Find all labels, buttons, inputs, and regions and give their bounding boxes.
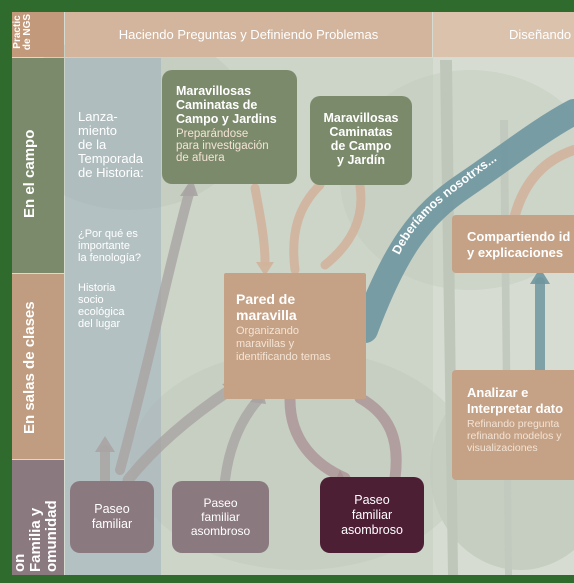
- wonder-wall-box: Pared de maravilla Organizando maravilla…: [224, 273, 366, 399]
- socio-ecological-history-text: Historia socio ecológica del lugar: [78, 282, 125, 330]
- arrow-launch-to-walk1: [115, 185, 195, 475]
- family-walk-label: Paseo familiar: [91, 502, 133, 531]
- field-walks-1-title: Maravillosas Caminatas de Campo y Jardin…: [176, 84, 277, 126]
- frame-left: [0, 0, 12, 583]
- field-walks-1-subtitle: Preparándose para investigación de afuer…: [176, 128, 269, 164]
- arrowhead-share: [530, 268, 550, 284]
- field-walks-box-2: Maravillosas Caminatas de Campo y Jardín: [310, 96, 412, 185]
- frame-top: [0, 0, 574, 12]
- header-designing: Diseñando: [433, 12, 574, 57]
- season-launch-text: Lanza- miento de la Temporada de Histori…: [78, 109, 144, 180]
- arrow-wall-to-walk2: [289, 180, 325, 275]
- row-label-field: En el campo: [12, 58, 64, 273]
- arrowhead-wall-top: [256, 262, 274, 276]
- row-label-classroom: En salas de clases: [12, 274, 64, 459]
- sharing-ideas-box: Compartiendo id y explicaciones: [452, 215, 574, 273]
- field-walks-2-title: Maravillosas Caminatas de Campo y Jardín: [323, 111, 399, 167]
- analyze-data-title: Analizar e Interpretar dato: [467, 385, 564, 416]
- family-wonder-walk-box-1: Paseo familiar asombroso: [172, 481, 269, 553]
- family-walk-box: Paseo familiar: [70, 481, 154, 553]
- frame-bottom: [0, 575, 574, 583]
- phenology-question-text: ¿Por qué es importante la fenología?: [78, 228, 141, 264]
- wonder-wall-subtitle: Organizando maravillas y identificando t…: [236, 325, 331, 363]
- sharing-ideas-title: Compartiendo id y explicaciones: [467, 229, 571, 260]
- arrow-wonder1-to-wall: [220, 395, 263, 485]
- ngss-practices-corner: Practic de NGS: [12, 12, 64, 57]
- arrow-walk2-to-wall: [320, 181, 366, 270]
- arrow-wonder2-to-wall: [354, 392, 402, 484]
- arrow-family-to-wall: [122, 384, 236, 486]
- analyze-data-subtitle: Refinando pregunta refinando modelos y v…: [467, 418, 562, 454]
- row-label-family: on Familia y omunidad: [11, 460, 64, 575]
- family-wonder-walk-2-label: Paseo familiar asombroso: [341, 492, 403, 537]
- header-designing-label: Diseñando: [509, 27, 572, 42]
- analyze-data-box: Analizar e Interpretar dato Refinando pr…: [452, 370, 574, 480]
- arrow-walk-to-wall-1: [250, 183, 270, 267]
- arrow-wall-to-wonder2: [284, 394, 351, 484]
- arrow-share-up: [510, 145, 574, 220]
- field-walks-box-1: Maravillosas Caminatas de Campo y Jardin…: [162, 70, 297, 184]
- wonder-wall-title: Pared de maravilla: [236, 291, 297, 323]
- arrowhead-family: [95, 436, 115, 452]
- header-asking-questions-label: Haciendo Preguntas y Definiendo Problema…: [118, 27, 379, 42]
- header-asking-questions: Haciendo Preguntas y Definiendo Problema…: [65, 12, 432, 57]
- teal-arrow: [352, 99, 574, 343]
- family-wonder-walk-box-2: Paseo familiar asombroso: [320, 477, 424, 553]
- family-wonder-walk-1-label: Paseo familiar asombroso: [190, 496, 251, 538]
